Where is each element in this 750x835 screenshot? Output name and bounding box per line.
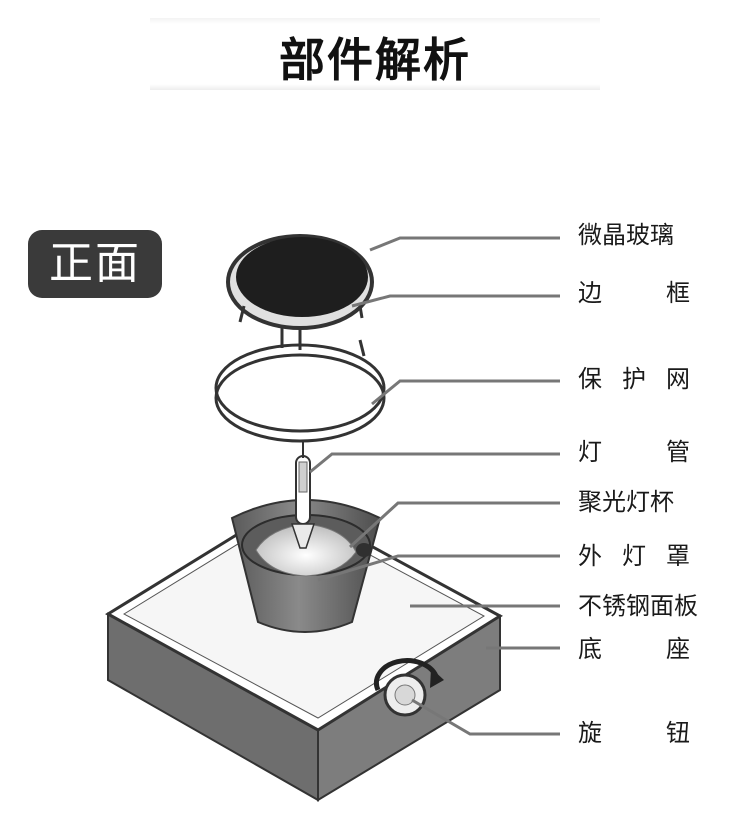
- label-tube: 灯管: [578, 437, 690, 467]
- label-glass: 微晶玻璃: [578, 220, 690, 250]
- label-base: 底座: [578, 634, 690, 664]
- label-cup: 聚光灯杯: [578, 487, 690, 517]
- label-guard: 保护网: [578, 364, 690, 394]
- frame-and-glass: [228, 236, 372, 328]
- protective-mesh: [216, 318, 384, 441]
- label-cover: 外灯罩: [578, 541, 690, 571]
- label-panel: 不锈钢面板: [578, 591, 713, 621]
- label-frame: 边框: [578, 278, 690, 308]
- lamp-tube: [292, 440, 314, 548]
- label-knob: 旋钮: [578, 718, 690, 748]
